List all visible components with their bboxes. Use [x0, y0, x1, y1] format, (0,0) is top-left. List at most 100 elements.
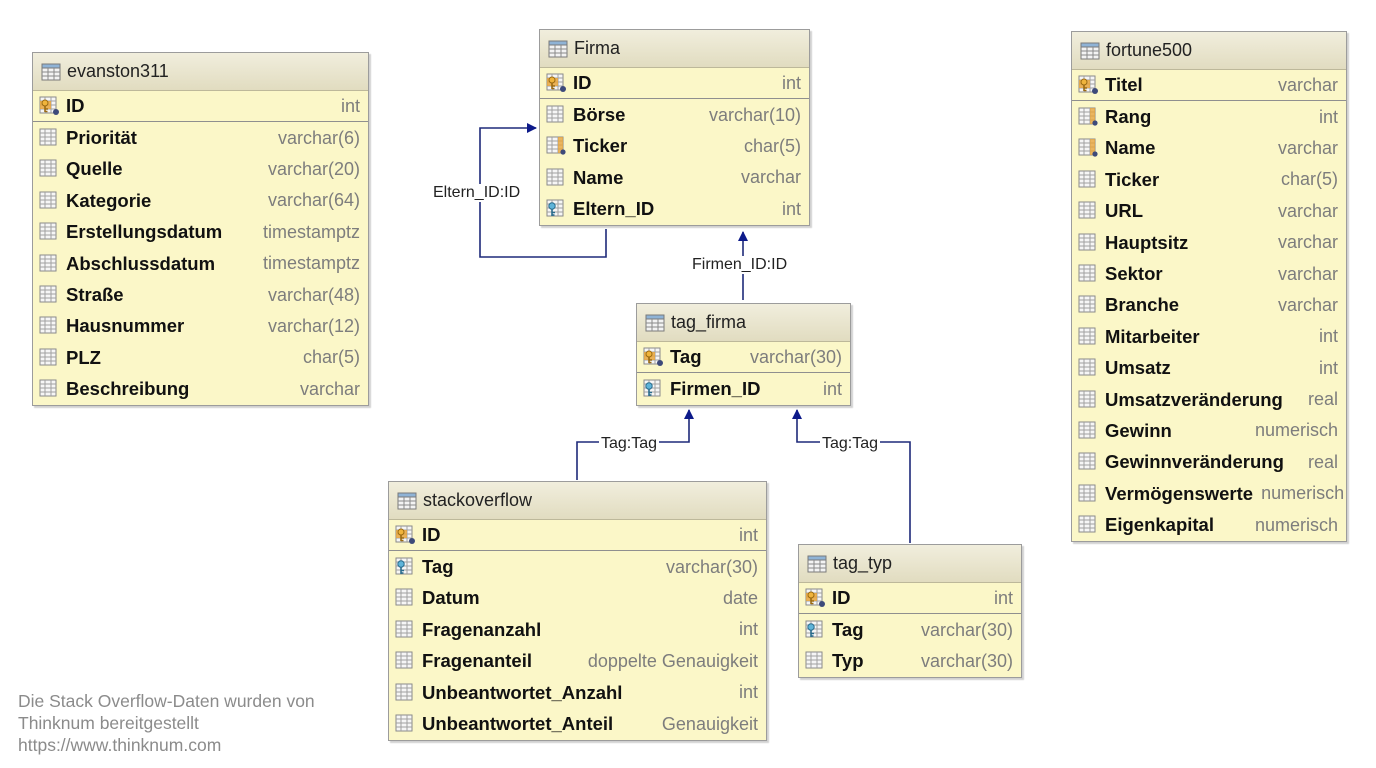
- column-type: real: [1307, 451, 1338, 472]
- column-type: varchar: [1277, 74, 1338, 95]
- column-icon: [39, 191, 61, 211]
- column-name: Quelle: [66, 158, 123, 180]
- table-icon: [807, 555, 827, 573]
- column-row-quelle[interactable]: Quelle varchar(20): [33, 154, 368, 185]
- primary-key-icon: [1078, 75, 1100, 95]
- column-icon: [1078, 421, 1100, 441]
- column-name: Titel: [1105, 74, 1143, 96]
- relation-line-firma-self: [479, 123, 607, 258]
- column-icon: [39, 254, 61, 274]
- column-type: int: [993, 587, 1013, 608]
- column-name: Fragenanteil: [422, 650, 532, 672]
- unique-column-icon: [1078, 107, 1100, 127]
- column-name: Erstellungsdatum: [66, 221, 223, 243]
- column-icon: [395, 683, 417, 703]
- column-icon: [395, 620, 417, 640]
- table-header[interactable]: Firma: [540, 30, 809, 68]
- foreign-key-icon: [643, 379, 665, 399]
- column-name: Fragenanzahl: [422, 618, 542, 640]
- footnote-line-1: Die Stack Overflow-Daten wurden von: [18, 691, 315, 711]
- table-icon: [41, 63, 61, 81]
- column-row-titel[interactable]: Titel varchar: [1072, 70, 1346, 102]
- column-type: int: [738, 619, 758, 640]
- column-row-gewinn[interactable]: Gewinn numerisch: [1072, 415, 1346, 446]
- column-icon: [805, 651, 827, 671]
- column-name: ID: [832, 587, 851, 609]
- table-header[interactable]: evanston311: [33, 53, 368, 91]
- column-type: varchar: [1277, 263, 1338, 284]
- column-name: Priorität: [66, 127, 137, 149]
- column-type: varchar(20): [267, 158, 360, 179]
- column-type: int: [781, 72, 801, 93]
- primary-key-icon: [39, 96, 61, 116]
- column-name: URL: [1105, 200, 1144, 222]
- table-header[interactable]: fortune500: [1072, 32, 1346, 70]
- column-type: varchar: [740, 167, 801, 188]
- column-name: Beschreibung: [66, 378, 190, 400]
- column-name: Ticker: [573, 135, 628, 157]
- table-header[interactable]: stackoverflow: [389, 482, 766, 520]
- column-type: int: [738, 524, 758, 545]
- table-header[interactable]: tag_firma: [637, 304, 850, 342]
- column-name: Umsatz: [1105, 357, 1171, 379]
- foreign-key-icon: [546, 199, 568, 219]
- column-name: Typ: [832, 650, 864, 672]
- column-type: Genauigkeit: [661, 713, 758, 734]
- column-row-fragenanzahl[interactable]: Fragenanzahl int: [389, 614, 766, 645]
- column-type: int: [340, 95, 360, 116]
- column-row-id[interactable]: ID int: [540, 68, 809, 100]
- column-type: varchar(48): [267, 284, 360, 305]
- column-name: ID: [573, 72, 592, 94]
- table-header[interactable]: tag_typ: [799, 545, 1021, 583]
- primary-key-icon: [643, 347, 665, 367]
- column-icon: [395, 714, 417, 734]
- column-row-id[interactable]: ID int: [799, 583, 1021, 615]
- footnote-line-3[interactable]: https://www.thinknum.com: [18, 735, 222, 755]
- column-name: Gewinn: [1105, 419, 1172, 441]
- column-name: Tag: [832, 619, 864, 641]
- column-type: numerisch: [1254, 420, 1338, 441]
